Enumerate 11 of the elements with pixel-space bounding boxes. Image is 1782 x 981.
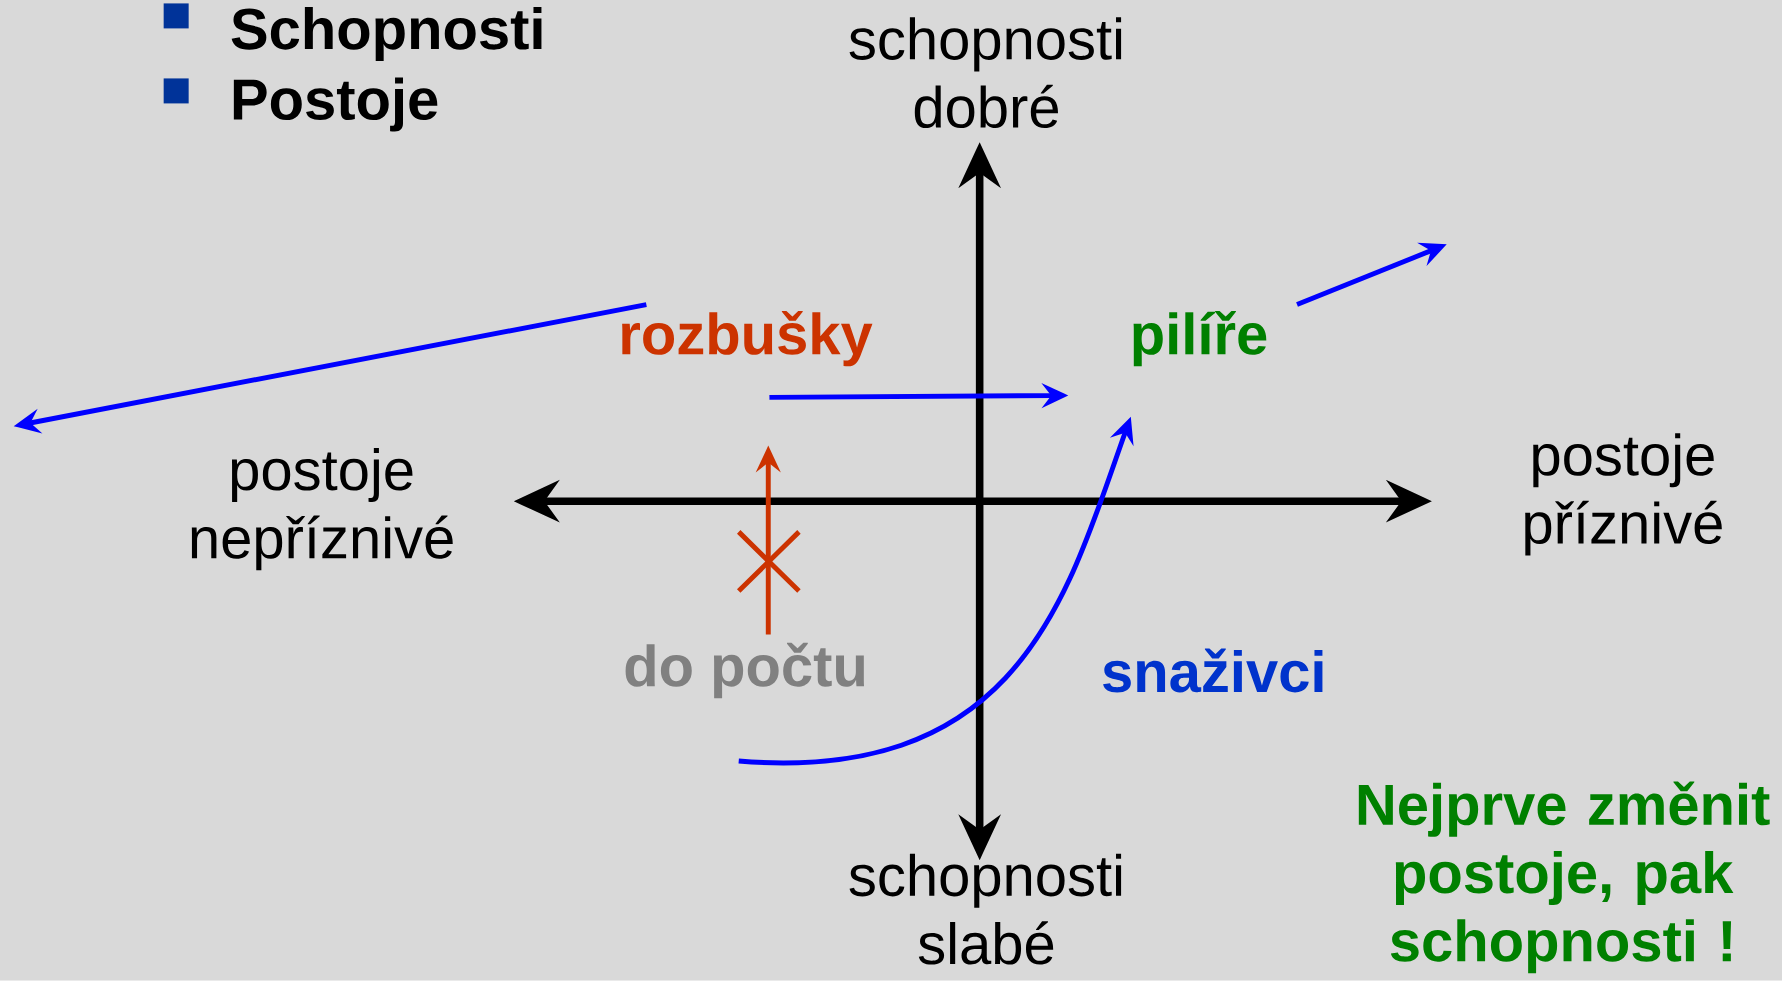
note-text: Nejprve změnit postoje, pak schopnosti ! (1358, 781, 1770, 974)
axis-label: postoje nepříznivé (191, 448, 453, 571)
axis-label: postoje příznivé (1525, 433, 1722, 556)
quadrant-label: rozbušky (622, 311, 873, 367)
quadrant-label: do počtu (625, 643, 865, 699)
quadrant-label: pilíře (1133, 311, 1267, 367)
axis-label: schopnosti dobré (849, 17, 1122, 129)
bullet-item: Schopnosti (231, 7, 542, 62)
axis-label: schopnosti slabé (849, 853, 1122, 965)
bullet-item: Postoje (233, 77, 438, 132)
quadrant-label: snaživci (1103, 648, 1323, 693)
